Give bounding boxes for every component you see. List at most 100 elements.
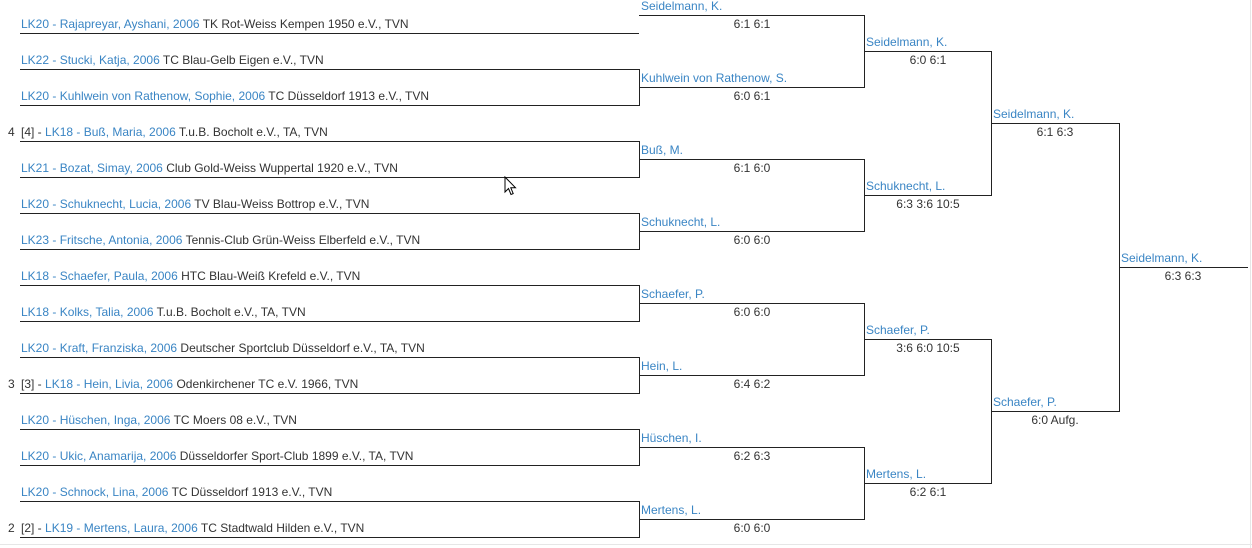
player-entry: LK20 - Ukic, Anamarija, 2006 Düsseldorfe…	[21, 449, 413, 463]
player-link[interactable]: LK23 - Fritsche, Antonia, 2006	[21, 233, 183, 247]
player-link[interactable]: LK20 - Ukic, Anamarija, 2006	[21, 449, 177, 463]
player-link[interactable]: LK20 - Kuhlwein von Rathenow, Sophie, 20…	[21, 89, 266, 103]
player-link[interactable]: LK20 - Hüschen, Inga, 2006	[21, 413, 171, 427]
club-name: TC Düsseldorf 1913 e.V., TVN	[268, 89, 430, 103]
round1-line	[20, 213, 639, 214]
match-score: 6:0 6:0	[733, 233, 771, 247]
player-link[interactable]: LK19 - Mertens, Laura, 2006	[45, 521, 198, 535]
match-score: 6:2 6:1	[909, 485, 947, 499]
round1-line	[20, 177, 639, 178]
round1-line	[20, 357, 639, 358]
round1-line	[20, 393, 639, 394]
round1-line	[20, 249, 639, 250]
round1-line	[20, 285, 639, 286]
round1-line	[20, 537, 639, 538]
player-entry: LK18 - Kolks, Talia, 2006 T.u.B. Bocholt…	[21, 305, 306, 319]
club-name: T.u.B. Bocholt e.V., TA, TVN	[178, 125, 328, 139]
final-line	[1119, 267, 1248, 268]
player-link[interactable]: LK20 - Kraft, Franziska, 2006	[21, 341, 178, 355]
match-winner-link[interactable]: Hüschen, I.	[641, 431, 702, 445]
club-name: TC Blau-Gelb Eigen e.V., TVN	[162, 53, 324, 67]
champion-link[interactable]: Seidelmann, K.	[1121, 251, 1203, 265]
round3-line	[864, 339, 991, 340]
player-entry: LK23 - Fritsche, Antonia, 2006 Tennis-Cl…	[21, 233, 420, 247]
round4-line	[991, 123, 1119, 124]
player-entry: [4] - LK18 - Buß, Maria, 2006 T.u.B. Boc…	[21, 125, 328, 139]
match-winner-link[interactable]: Seidelmann, K.	[993, 107, 1075, 121]
match-winner-link[interactable]: Schuknecht, L.	[641, 215, 721, 229]
round1-line	[20, 105, 639, 106]
match-score: 6:1 6:0	[733, 161, 771, 175]
frame-border-right	[1250, 0, 1251, 548]
match-score: 3:6 6:0 10:5	[896, 341, 960, 355]
round2-line	[639, 519, 864, 520]
match-score: 6:0 6:1	[909, 53, 947, 67]
player-entry: LK20 - Kraft, Franziska, 2006 Deutscher …	[21, 341, 425, 355]
match-score: 6:1 6:1	[733, 17, 771, 31]
match-winner-link[interactable]: Mertens, L.	[866, 467, 927, 481]
match-winner-link[interactable]: Seidelmann, K.	[641, 0, 723, 13]
match-winner-link[interactable]: Schaefer, P.	[866, 323, 930, 337]
match-winner-link[interactable]: Schaefer, P.	[641, 287, 705, 301]
club-name: TC Stadtwald Hilden e.V., TVN	[200, 521, 365, 535]
player-link[interactable]: LK18 - Hein, Livia, 2006	[45, 377, 174, 391]
club-name: Club Gold-Weiss Wuppertal 1920 e.V., TVN	[166, 161, 398, 175]
player-entry: LK20 - Schuknecht, Lucia, 2006 TV Blau-W…	[21, 197, 369, 211]
match-winner-link[interactable]: Schaefer, P.	[993, 395, 1057, 409]
seed-tag: [4] -	[21, 125, 46, 139]
player-link[interactable]: LK20 - Schuknecht, Lucia, 2006	[21, 197, 192, 211]
mouse-cursor-icon	[504, 176, 517, 196]
match-score: 6:1 6:3	[1036, 125, 1074, 139]
match-score: 6:0 6:1	[733, 89, 771, 103]
player-entry: LK20 - Hüschen, Inga, 2006 TC Moers 08 e…	[21, 413, 297, 427]
club-name: HTC Blau-Weiß Krefeld e.V., TVN	[181, 269, 361, 283]
club-name: Düsseldorfer Sport-Club 1899 e.V., TA, T…	[179, 449, 414, 463]
player-entry: LK18 - Schaefer, Paula, 2006 HTC Blau-We…	[21, 269, 360, 283]
player-entry: LK20 - Rajapreyar, Ayshani, 2006 TK Rot-…	[21, 17, 409, 31]
round3-line	[864, 483, 991, 484]
match-winner-link[interactable]: Buß, M.	[641, 143, 684, 157]
match-winner-link[interactable]: Kuhlwein von Rathenow, S.	[641, 71, 788, 85]
club-name: TK Rot-Weiss Kempen 1950 e.V., TVN	[202, 17, 409, 31]
seed-number: 4	[8, 125, 15, 139]
player-link[interactable]: LK21 - Bozat, Simay, 2006	[21, 161, 163, 175]
player-entry: [3] - LK18 - Hein, Livia, 2006 Odenkirch…	[21, 377, 358, 391]
match-winner-link[interactable]: Mertens, L.	[641, 503, 702, 517]
seed-tag: [2] -	[21, 521, 46, 535]
round2-line	[639, 303, 864, 304]
round1-line	[20, 321, 639, 322]
player-entry: LK20 - Schnock, Lina, 2006 TC Düsseldorf…	[21, 485, 332, 499]
round1-line	[20, 69, 639, 70]
player-link[interactable]: LK18 - Kolks, Talia, 2006	[21, 305, 154, 319]
club-name: T.u.B. Bocholt e.V., TA, TVN	[156, 305, 306, 319]
round2-line	[639, 159, 864, 160]
round2-line	[639, 231, 864, 232]
player-link[interactable]: LK18 - Buß, Maria, 2006	[45, 125, 176, 139]
round3-line	[864, 195, 991, 196]
round2-line	[639, 375, 864, 376]
match-score: 6:3 3:6 10:5	[896, 197, 960, 211]
match-winner-link[interactable]: Schuknecht, L.	[866, 179, 946, 193]
match-score: 6:0 Aufg.	[1031, 413, 1079, 427]
player-entry: LK21 - Bozat, Simay, 2006 Club Gold-Weis…	[21, 161, 398, 175]
player-link[interactable]: LK20 - Schnock, Lina, 2006	[21, 485, 169, 499]
player-entry: [2] - LK19 - Mertens, Laura, 2006 TC Sta…	[21, 521, 364, 535]
club-name: TV Blau-Weiss Bottrop e.V., TVN	[194, 197, 370, 211]
seed-number: 2	[8, 521, 15, 535]
match-score: 6:4 6:2	[733, 377, 771, 391]
match-score: 6:0 6:0	[733, 305, 771, 319]
seed-tag: [3] -	[21, 377, 46, 391]
club-name: TC Düsseldorf 1913 e.V., TVN	[171, 485, 333, 499]
round4-line	[991, 411, 1119, 412]
player-link[interactable]: LK18 - Schaefer, Paula, 2006	[21, 269, 178, 283]
player-link[interactable]: LK20 - Rajapreyar, Ayshani, 2006	[21, 17, 200, 31]
match-winner-link[interactable]: Seidelmann, K.	[866, 35, 948, 49]
round1-line	[20, 429, 639, 430]
match-winner-link[interactable]: Hein, L.	[641, 359, 683, 373]
player-entry: LK22 - Stucki, Katja, 2006 TC Blau-Gelb …	[21, 53, 324, 67]
round2-line	[639, 447, 864, 448]
round1-line	[20, 33, 639, 34]
player-link[interactable]: LK22 - Stucki, Katja, 2006	[21, 53, 160, 67]
round3-line	[864, 51, 991, 52]
